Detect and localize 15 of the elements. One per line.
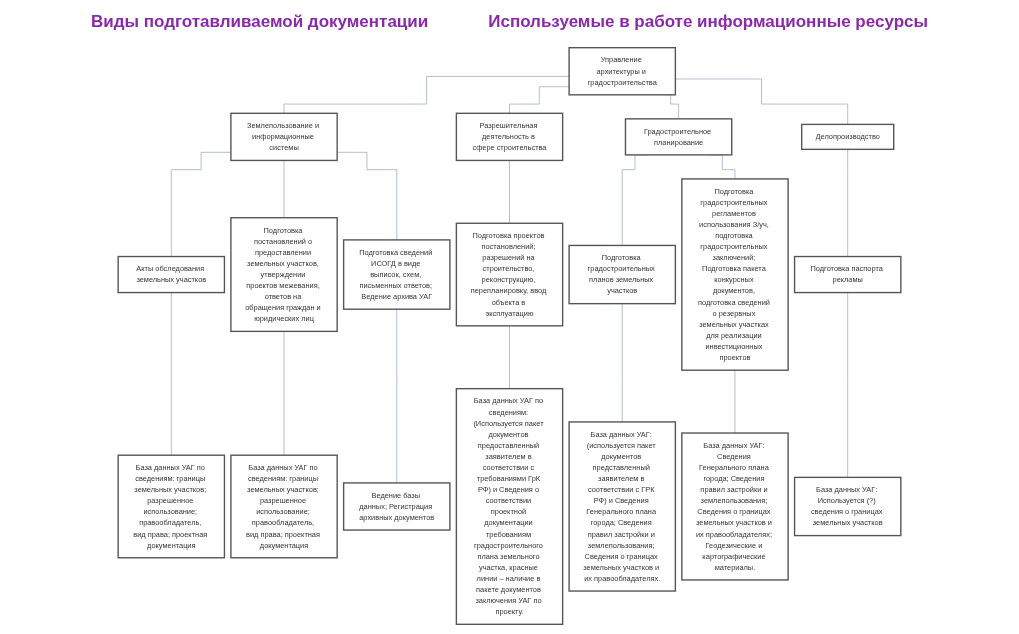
- connector: [509, 325, 510, 389]
- connector: [621, 303, 623, 423]
- connector: [283, 76, 570, 114]
- connector: [734, 369, 736, 434]
- connector: [509, 86, 570, 114]
- connector: [847, 292, 849, 478]
- connector: [283, 331, 285, 456]
- connector: [396, 308, 398, 484]
- connector: [675, 78, 849, 125]
- connector: [170, 292, 172, 456]
- section-heading: Виды подготавливаемой документации: [91, 12, 429, 32]
- section-heading: Используемые в работе информационные ресурсы: [488, 12, 928, 32]
- connector: [509, 160, 510, 224]
- connector: [283, 160, 285, 219]
- connector: [847, 149, 849, 257]
